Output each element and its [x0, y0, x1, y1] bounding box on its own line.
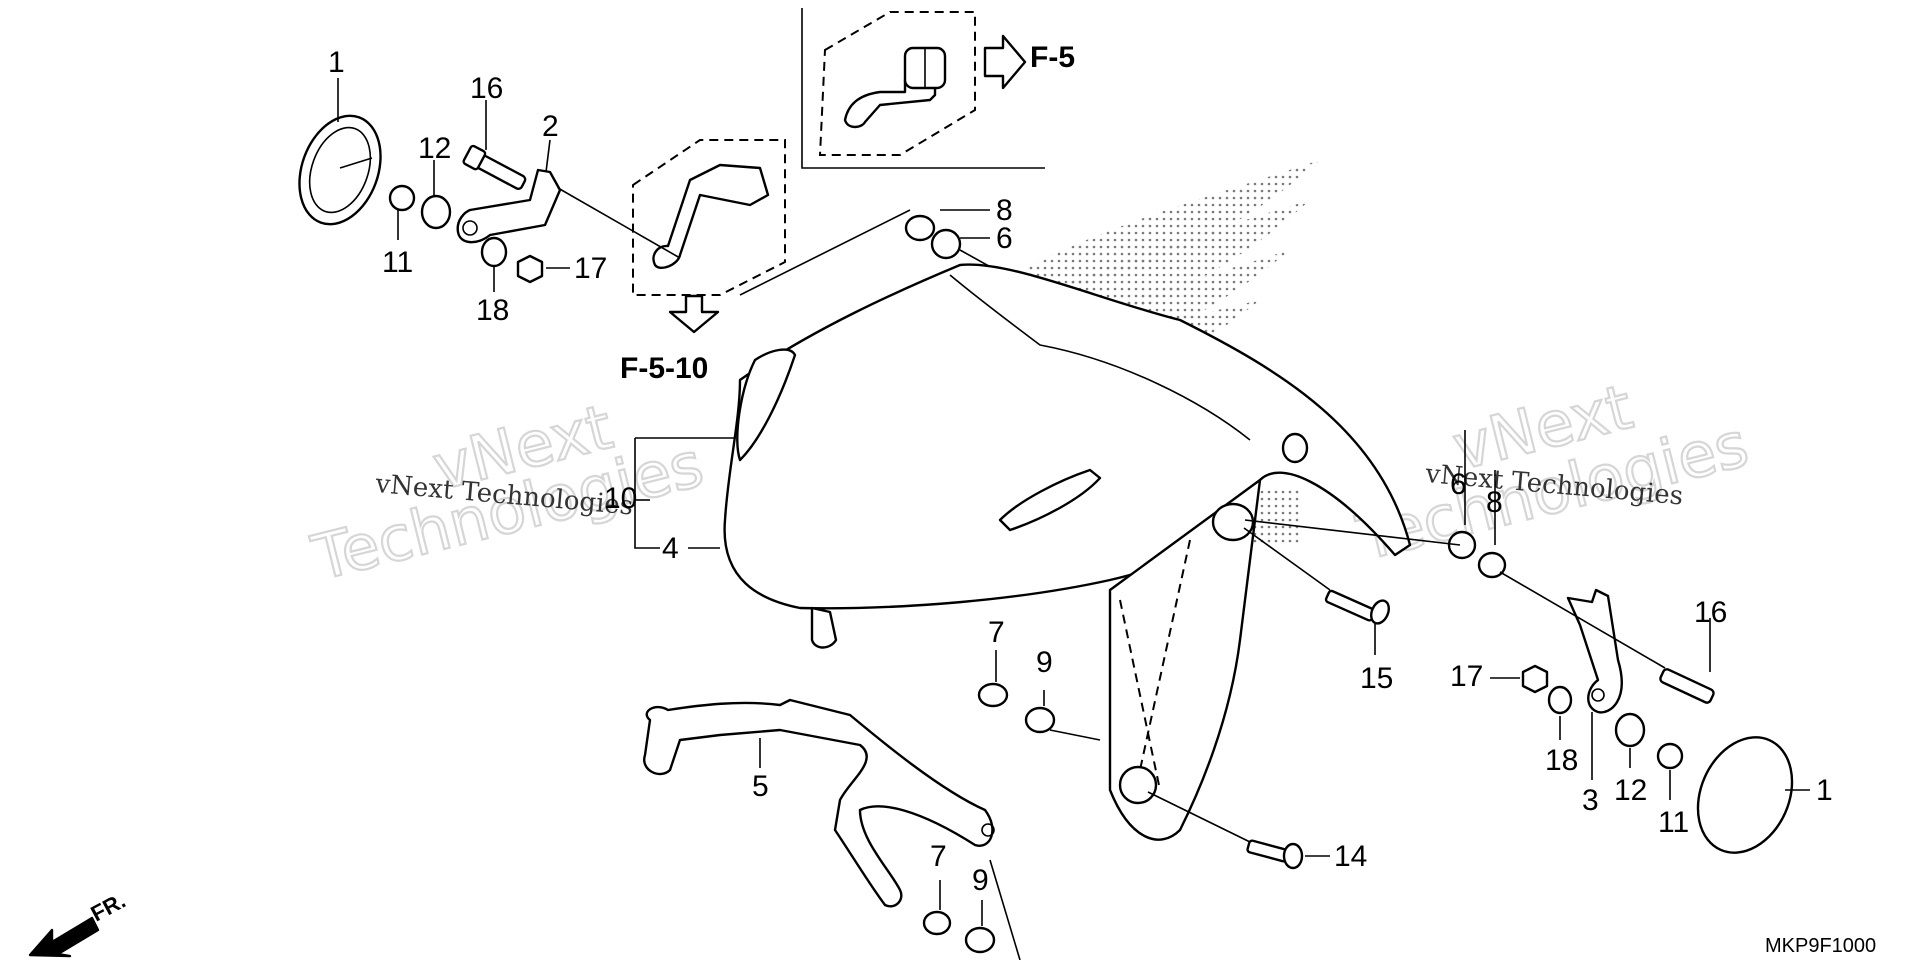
inset-dashed-frame: [818, 11, 976, 156]
callout-2: 2: [542, 110, 559, 143]
arrow-right-icon: [983, 34, 1027, 90]
callout-15: 15: [1360, 662, 1393, 695]
collar-part-11-left: [388, 184, 416, 212]
fender-side-panel: [1108, 478, 1262, 841]
callout-9-mid: 9: [1036, 646, 1053, 679]
callout-18-left: 18: [476, 294, 509, 327]
grommet-part-9-mid: [1024, 706, 1056, 734]
bracket-with-clamp-part: [652, 163, 770, 269]
cap-part-1-left: [298, 114, 382, 226]
callout-18-right: 18: [1545, 744, 1578, 777]
callout-16-left: 16: [470, 72, 503, 105]
fender-grommet-6: [1211, 502, 1255, 542]
callout-10: 10: [604, 482, 637, 515]
grommet-part-6-top: [930, 228, 962, 260]
callout-5: 5: [752, 770, 769, 803]
section-ref-f5-10: F-5-10: [620, 352, 708, 385]
callout-12-right: 12: [1614, 774, 1647, 807]
grommet-part-12-left: [420, 194, 452, 230]
callout-4: 4: [662, 532, 679, 565]
diagram-code: MKP9F1000: [1765, 935, 1876, 957]
arrow-down-icon: [668, 294, 720, 334]
fender-hole-upper: [1281, 432, 1309, 464]
callout-6-right: 6: [1450, 468, 1467, 501]
bracket-part-3: [1566, 588, 1623, 714]
inset-f5-10: F-5-10: [620, 139, 786, 385]
arrow-down-left-icon: [28, 916, 100, 958]
callout-3: 3: [1582, 784, 1599, 817]
bolt-part-7-low: [922, 910, 952, 936]
bolt-part-16-right: [1659, 668, 1715, 704]
callout-17-right: 17: [1450, 660, 1483, 693]
washer-part-18-left: [480, 236, 508, 268]
nut-part-17-right: [1521, 664, 1549, 694]
callout-labels: 1 16 2 12 11 18 17 8 6 10 4 6 8 15 16 17…: [328, 46, 1833, 897]
screw-15: [1243, 527, 1390, 655]
callout-9-low: 9: [972, 864, 989, 897]
fender-slot: [998, 468, 1102, 532]
grommet-part-12-right: [1614, 712, 1646, 748]
fender-tab: [810, 606, 838, 649]
bolt-part-7-mid: [977, 682, 1009, 708]
inset-f5: F-5: [801, 8, 1075, 169]
callout-17-left: 17: [574, 252, 607, 285]
callout-7-mid: 7: [988, 616, 1005, 649]
section-ref-f5: F-5: [1030, 41, 1075, 74]
callout-1-right: 1: [1816, 774, 1833, 807]
fender-trim-part-10: [736, 348, 797, 462]
callout-10-4-leaders: [634, 437, 735, 549]
front-fender: [723, 263, 1412, 841]
callout-1-left: 1: [328, 46, 345, 79]
inset-border: [801, 8, 1045, 169]
callout-14: 14: [1334, 840, 1367, 873]
washer-part-8-top: [904, 214, 936, 242]
inset-dashed-frame-2: [632, 139, 786, 296]
bracket-part-5: [643, 698, 994, 908]
callout-11-left: 11: [382, 246, 413, 279]
collar-part-11-right: [1656, 742, 1684, 770]
bracket-part-2: [456, 168, 562, 244]
callout-7-low: 7: [930, 840, 947, 873]
washer-part-6-right: [1447, 530, 1477, 560]
left-cluster: [298, 78, 681, 292]
front-direction-indicator: FR.: [28, 888, 130, 958]
callout-16-right: 16: [1694, 596, 1727, 629]
right-cluster: [1244, 430, 1810, 854]
callout-12-left: 12: [418, 132, 451, 165]
callout-8-right: 8: [1486, 486, 1503, 519]
callout-11-right: 11: [1658, 806, 1689, 839]
callout-8-top: 8: [996, 194, 1013, 227]
lower-bracket-group: [643, 650, 1101, 961]
washer-part-8-right: [1477, 551, 1507, 579]
fender-body: [723, 263, 1412, 610]
cap-part-1-right: [1696, 736, 1794, 854]
callout-6-top: 6: [996, 222, 1013, 255]
fender-grommet-lower: [1118, 765, 1158, 805]
washer-part-18-right: [1547, 685, 1573, 715]
screw-14: [1147, 791, 1330, 870]
nut-part-17-left: [516, 254, 544, 284]
grommet-part-9-low: [964, 926, 996, 954]
